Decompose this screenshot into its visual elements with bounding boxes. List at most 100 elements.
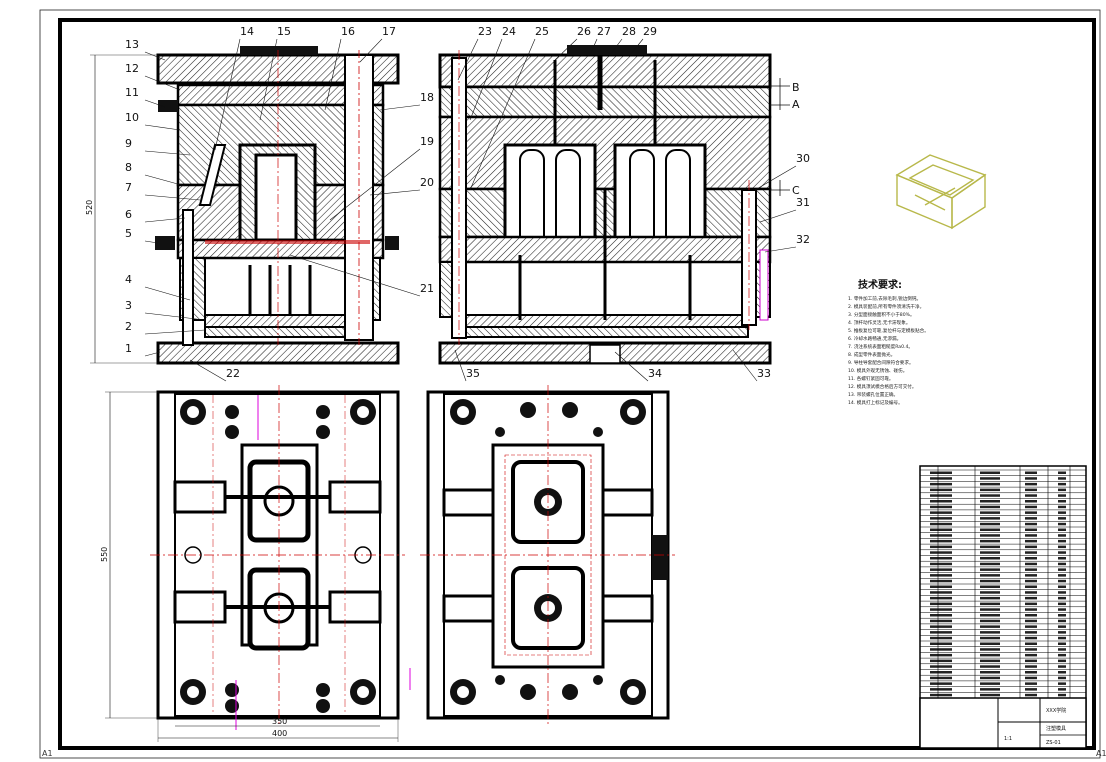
parts-list-cell-text bbox=[930, 557, 952, 560]
part-number-label: 30 bbox=[796, 152, 810, 165]
leader-line bbox=[329, 148, 421, 221]
front-height-dimension: 520 bbox=[85, 200, 94, 215]
parts-list-cell-text bbox=[1058, 528, 1066, 531]
parts-list-cell-text bbox=[1058, 551, 1066, 554]
parts-list-cell-text bbox=[1058, 625, 1066, 628]
parts-list-cell-text bbox=[980, 505, 1000, 509]
plan-outer-width-dimension: 400 bbox=[272, 729, 287, 738]
part-number-label: 8 bbox=[125, 161, 132, 174]
parts-list-cell-text bbox=[980, 693, 1000, 697]
parts-list-cell-text bbox=[1058, 517, 1066, 520]
parts-list-cell-text bbox=[1025, 477, 1037, 480]
parts-list-cell-text bbox=[1058, 693, 1066, 697]
leader-line bbox=[144, 150, 191, 156]
parts-list-cell-text bbox=[980, 608, 1000, 611]
parts-list-cell-text bbox=[980, 585, 1000, 588]
parts-list-cell-text bbox=[930, 642, 952, 645]
leader-line bbox=[144, 329, 206, 335]
parts-list-cell-text bbox=[1058, 579, 1066, 583]
leader-line bbox=[614, 351, 649, 382]
parts-list-cell-text bbox=[1025, 511, 1037, 514]
part-number-label: 28 bbox=[622, 25, 636, 38]
corner-label-right: A1 bbox=[1096, 749, 1106, 758]
part-number-label: 19 bbox=[420, 135, 434, 148]
parts-list-cell-text bbox=[930, 585, 952, 588]
parts-list-cell-text bbox=[1025, 591, 1037, 594]
parts-list-rows bbox=[920, 466, 1086, 698]
parts-list-cell-text bbox=[1025, 636, 1037, 640]
parts-list-cell-text bbox=[1058, 522, 1066, 526]
requirement-item: 4. 顶杆动作灵活,无卡滞现象。 bbox=[848, 319, 910, 326]
part-number-label: 32 bbox=[796, 233, 810, 246]
leader-line bbox=[189, 359, 227, 382]
parts-list-cell-text bbox=[1025, 517, 1037, 520]
parts-list-cell-text bbox=[930, 614, 952, 617]
parts-list-cell-text bbox=[1025, 602, 1037, 606]
parts-list-cell-text bbox=[980, 534, 1000, 537]
leader-line bbox=[609, 38, 623, 56]
parts-list-cell-text bbox=[980, 614, 1000, 617]
leader-line bbox=[629, 38, 644, 56]
leader-line bbox=[457, 38, 479, 81]
leader-line bbox=[144, 75, 181, 91]
parts-list-cell-text bbox=[930, 625, 952, 628]
title-block-title: 注塑模具 bbox=[1046, 725, 1066, 732]
parts-list-cell-text bbox=[980, 619, 1000, 623]
part-number-label: 18 bbox=[420, 91, 434, 104]
section-marker-c: C bbox=[792, 184, 800, 197]
parts-list-cell-text bbox=[930, 579, 952, 583]
parts-list-cell-text bbox=[1025, 653, 1037, 657]
part-number-label: 34 bbox=[648, 367, 662, 380]
part-number-label: 4 bbox=[125, 273, 132, 286]
parts-list-cell-text bbox=[930, 574, 952, 577]
parts-list-cell-text bbox=[1025, 551, 1037, 554]
requirement-item: 8. 成型零件表面抛光。 bbox=[848, 351, 895, 358]
parts-list-cell-text bbox=[1058, 619, 1066, 623]
parts-list-cell-text bbox=[980, 500, 1000, 503]
part-number-label: 16 bbox=[341, 25, 355, 38]
part-number-label: 1 bbox=[125, 342, 132, 355]
parts-list-cell-text bbox=[1058, 648, 1066, 651]
section-marker-b: B bbox=[792, 81, 800, 94]
leader-line bbox=[259, 38, 278, 121]
parts-list-cell-text bbox=[1058, 557, 1066, 560]
parts-list-cell-text bbox=[980, 653, 1000, 657]
parts-list-cell-text bbox=[1025, 676, 1037, 680]
parts-list-cell-text bbox=[1025, 648, 1037, 651]
parts-list-cell-text bbox=[1025, 557, 1037, 560]
parts-list-cell-text bbox=[1025, 534, 1037, 537]
part-number-label: 10 bbox=[125, 111, 139, 124]
parts-list-cell-text bbox=[930, 591, 952, 594]
parts-list-cell-text bbox=[930, 562, 952, 566]
parts-list-cell-text bbox=[1058, 642, 1066, 645]
part-number-label: 20 bbox=[420, 176, 434, 189]
plan-inner-width-dimension: 350 bbox=[272, 717, 287, 726]
fixed-half-plan-view bbox=[420, 385, 675, 725]
part-number-label: 17 bbox=[382, 25, 396, 38]
parts-list-cell-text bbox=[980, 539, 1000, 543]
parts-list-cell-text bbox=[930, 653, 952, 657]
parts-list-cell-text bbox=[1025, 500, 1037, 503]
leader-line bbox=[759, 209, 797, 223]
technical-requirements: 技术要求: 1. 零件加工前,去除毛刺,锐边倒钝。 2. 模具装配前,所有零件须… bbox=[848, 278, 929, 406]
parts-list-cell-text bbox=[980, 596, 1000, 600]
parts-list-cell-text bbox=[1025, 574, 1037, 577]
part-number-label: 5 bbox=[125, 227, 132, 240]
parts-list-cell-text bbox=[980, 477, 1000, 480]
side-section-view: B A C bbox=[438, 45, 800, 365]
parts-list-cell-text bbox=[1025, 625, 1037, 628]
parts-list-cell-text bbox=[930, 494, 952, 497]
leader-line bbox=[369, 189, 421, 196]
leader-line bbox=[359, 38, 383, 63]
parts-list-cell-text bbox=[930, 505, 952, 509]
parts-list-cell-text bbox=[980, 471, 1000, 474]
leader-line bbox=[469, 38, 536, 191]
leader-line bbox=[144, 51, 166, 61]
parts-list-cell-text bbox=[1058, 676, 1066, 680]
parts-list-cell-text bbox=[1025, 471, 1037, 474]
part-number-label: 27 bbox=[597, 25, 611, 38]
part-number-label: 22 bbox=[226, 367, 240, 380]
parts-list-cell-text bbox=[980, 517, 1000, 520]
parts-list-cell-text bbox=[930, 488, 952, 492]
